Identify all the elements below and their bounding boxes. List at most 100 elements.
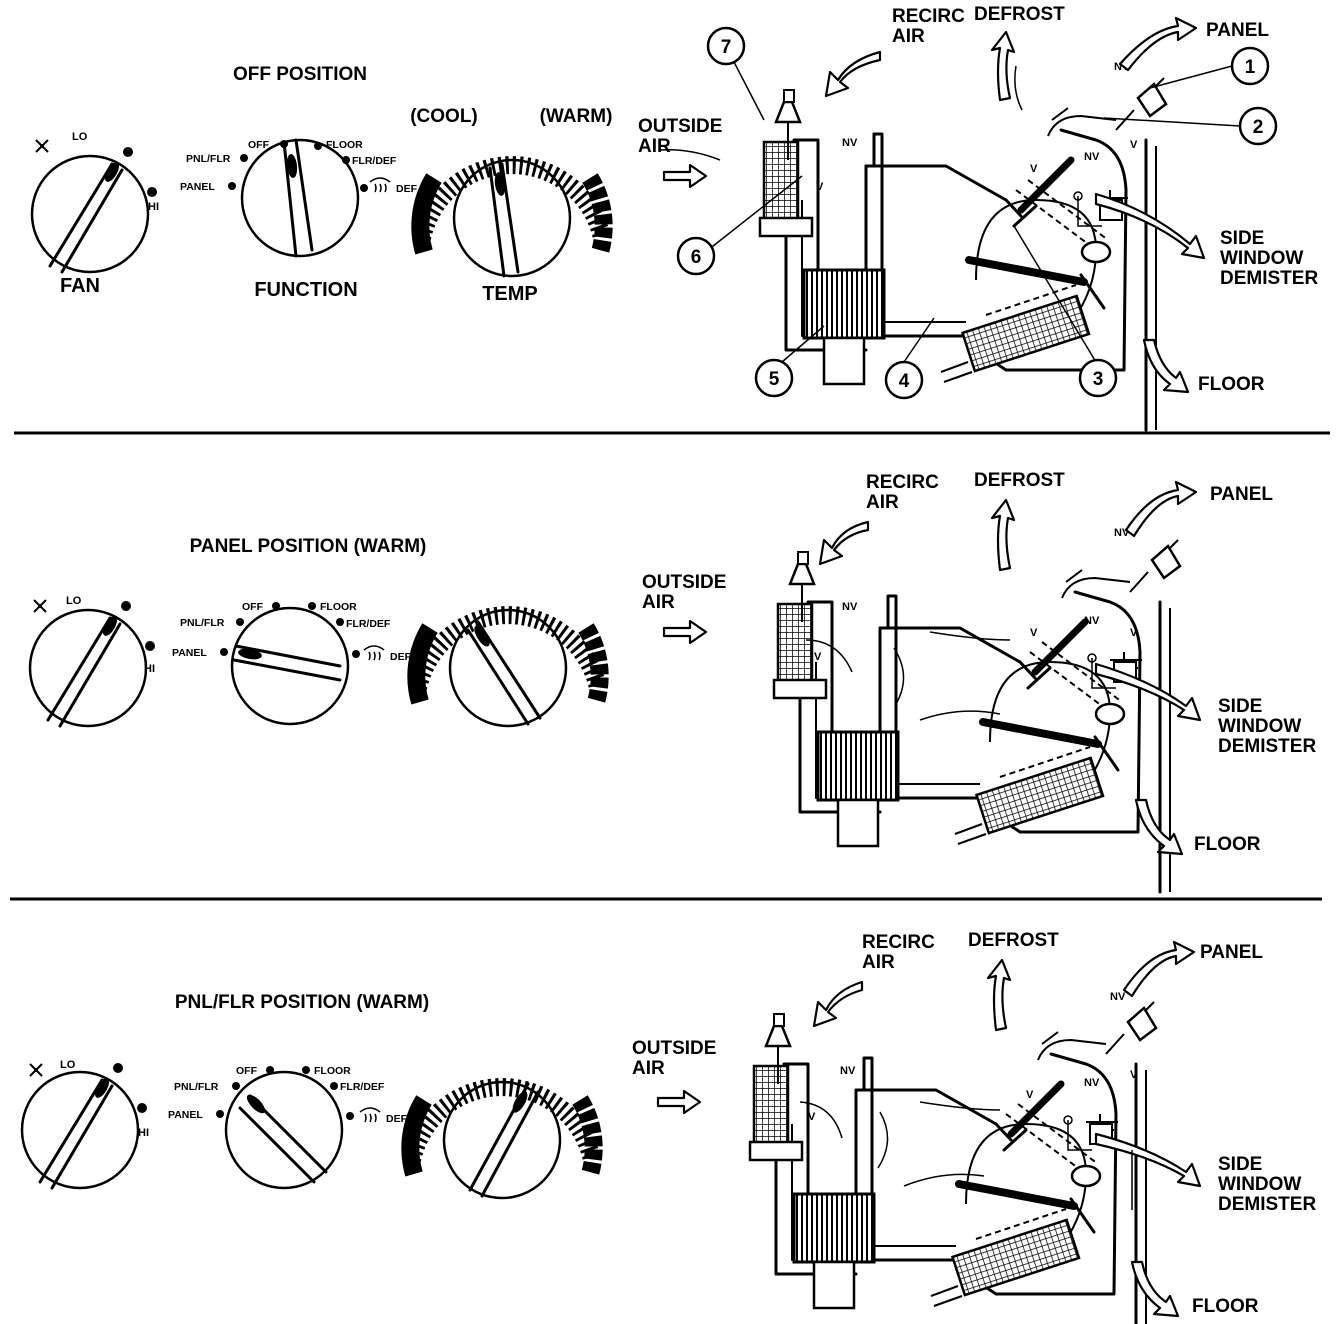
callout-5: 5: [754, 325, 825, 398]
v-label: V: [1130, 1069, 1138, 1081]
outside-air-arrow: [659, 148, 721, 189]
fan-lo-label: LO: [60, 1059, 76, 1071]
side-window-demister-arrow: [1094, 1132, 1202, 1188]
fan-label: FAN: [60, 275, 100, 297]
recirc-air-arrow: [824, 50, 882, 98]
function-flrdef-label: FLR/DEF: [346, 618, 391, 630]
window-label: WINDOW: [1220, 248, 1303, 269]
function-knob[interactable]: [224, 1070, 344, 1190]
function-panel-label: PANEL: [172, 647, 207, 659]
window-label: WINDOW: [1218, 716, 1301, 737]
defrost-label: DEFROST: [968, 930, 1059, 951]
side-label: SIDE: [1218, 1154, 1262, 1175]
fan-knob[interactable]: [28, 599, 157, 728]
panel-outlet-label: PANEL: [1206, 20, 1269, 41]
callout-6: 6: [676, 175, 803, 276]
temp-knob[interactable]: [410, 1082, 593, 1198]
outside-air-label: AIR: [638, 136, 671, 157]
airflow-diagram-panel: [774, 540, 1180, 892]
callout-2: 2: [1103, 106, 1278, 146]
panel-title: PANEL POSITION (WARM): [190, 536, 427, 557]
fan-knob[interactable]: [20, 1061, 149, 1190]
function-flrdef-label: FLR/DEF: [352, 155, 397, 167]
svg-text:6: 6: [691, 247, 702, 268]
outside-air-label: AIR: [642, 592, 675, 613]
v-label: V: [1030, 627, 1038, 639]
temp-label: TEMP: [482, 283, 538, 305]
fan-icon: [33, 599, 47, 613]
defrost-label: DEFROST: [974, 470, 1065, 491]
v-label: V: [1130, 627, 1138, 639]
fan-icon: [35, 139, 49, 153]
outside-label: OUTSIDE: [632, 1038, 716, 1059]
v-label: V: [1030, 163, 1038, 175]
function-floor-label: FLOOR: [314, 1065, 351, 1077]
function-panel-label: PANEL: [168, 1109, 203, 1121]
side-window-demister-arrow: [1094, 192, 1206, 260]
floor-label: FLOOR: [1198, 374, 1265, 395]
defrost-arrow: [990, 498, 1016, 572]
nv-label: NV: [842, 137, 858, 149]
function-off-label: OFF: [248, 139, 270, 151]
temp-knob[interactable]: [420, 160, 603, 276]
fan-knob[interactable]: [30, 145, 159, 274]
svg-text:3: 3: [1093, 369, 1104, 390]
temp-cool-label: (COOL): [410, 106, 478, 127]
v-label: V: [1130, 139, 1138, 151]
air-label: AIR: [862, 952, 895, 973]
svg-text:2: 2: [1253, 117, 1264, 138]
function-knob[interactable]: [240, 138, 360, 258]
svg-text:1: 1: [1245, 57, 1256, 78]
side-label: SIDE: [1218, 696, 1262, 717]
nv-label: NV: [842, 601, 858, 613]
callout-1: 1: [1149, 46, 1270, 89]
panel-panel-position: PANEL POSITION (WARM) LO HI OFF FLOOR PN…: [28, 470, 1316, 892]
internal-flow-arrows: [805, 631, 1011, 721]
recirc-air-arrow: [812, 980, 864, 1028]
defrost-arrow: [986, 958, 1012, 1032]
function-knob[interactable]: [230, 606, 350, 726]
panel-title: PNL/FLR POSITION (WARM): [175, 992, 429, 1013]
side-label: SIDE: [1220, 228, 1264, 249]
side-window-demister-arrow: [1094, 662, 1202, 722]
v-label: V: [1026, 1089, 1034, 1101]
function-floor-label: FLOOR: [320, 601, 357, 613]
temp-knob[interactable]: [416, 610, 599, 726]
callout-7: 7: [706, 26, 765, 121]
svg-text:4: 4: [899, 371, 910, 392]
function-label: FUNCTION: [254, 279, 357, 301]
callout-4: 4: [884, 317, 935, 400]
nv-label: NV: [1110, 991, 1126, 1003]
defrost-arrow: [990, 30, 1023, 111]
svg-text:5: 5: [769, 369, 780, 390]
nv-label: NV: [1084, 615, 1100, 627]
function-floor-label: FLOOR: [326, 139, 363, 151]
function-def-label: DEF: [390, 651, 412, 663]
recirc-label: RECIRC: [866, 472, 939, 493]
internal-flow-arrows: [799, 1101, 1133, 1210]
demister-label: DEMISTER: [1220, 268, 1318, 289]
air-label: AIR: [866, 492, 899, 513]
v-label: V: [816, 181, 824, 193]
recirc-air-arrow: [818, 520, 870, 566]
function-pnlflr-label: PNL/FLR: [174, 1081, 219, 1093]
panel-outlet-label: PANEL: [1200, 942, 1263, 963]
nv-label: NV: [840, 1065, 856, 1077]
floor-label: FLOOR: [1192, 1296, 1259, 1317]
fan-hi-label: HI: [144, 663, 155, 675]
function-off-label: OFF: [242, 601, 264, 613]
defrost-icon: [363, 645, 385, 661]
window-label: WINDOW: [1218, 1174, 1301, 1195]
panel-outlet-arrow: [1124, 480, 1198, 538]
demister-label: DEMISTER: [1218, 736, 1316, 757]
callout-3: 3: [1013, 225, 1118, 398]
v-label: V: [808, 1111, 816, 1123]
panel-off-position: OFF POSITION LO HI FAN OFF FLOOR PNL/FLR…: [30, 4, 1318, 430]
function-pnlflr-label: PNL/FLR: [186, 153, 231, 165]
function-flrdef-label: FLR/DEF: [340, 1081, 385, 1093]
fan-hi-label: HI: [148, 201, 159, 213]
nv-label: NV: [1084, 1077, 1100, 1089]
air-label: AIR: [892, 26, 925, 47]
